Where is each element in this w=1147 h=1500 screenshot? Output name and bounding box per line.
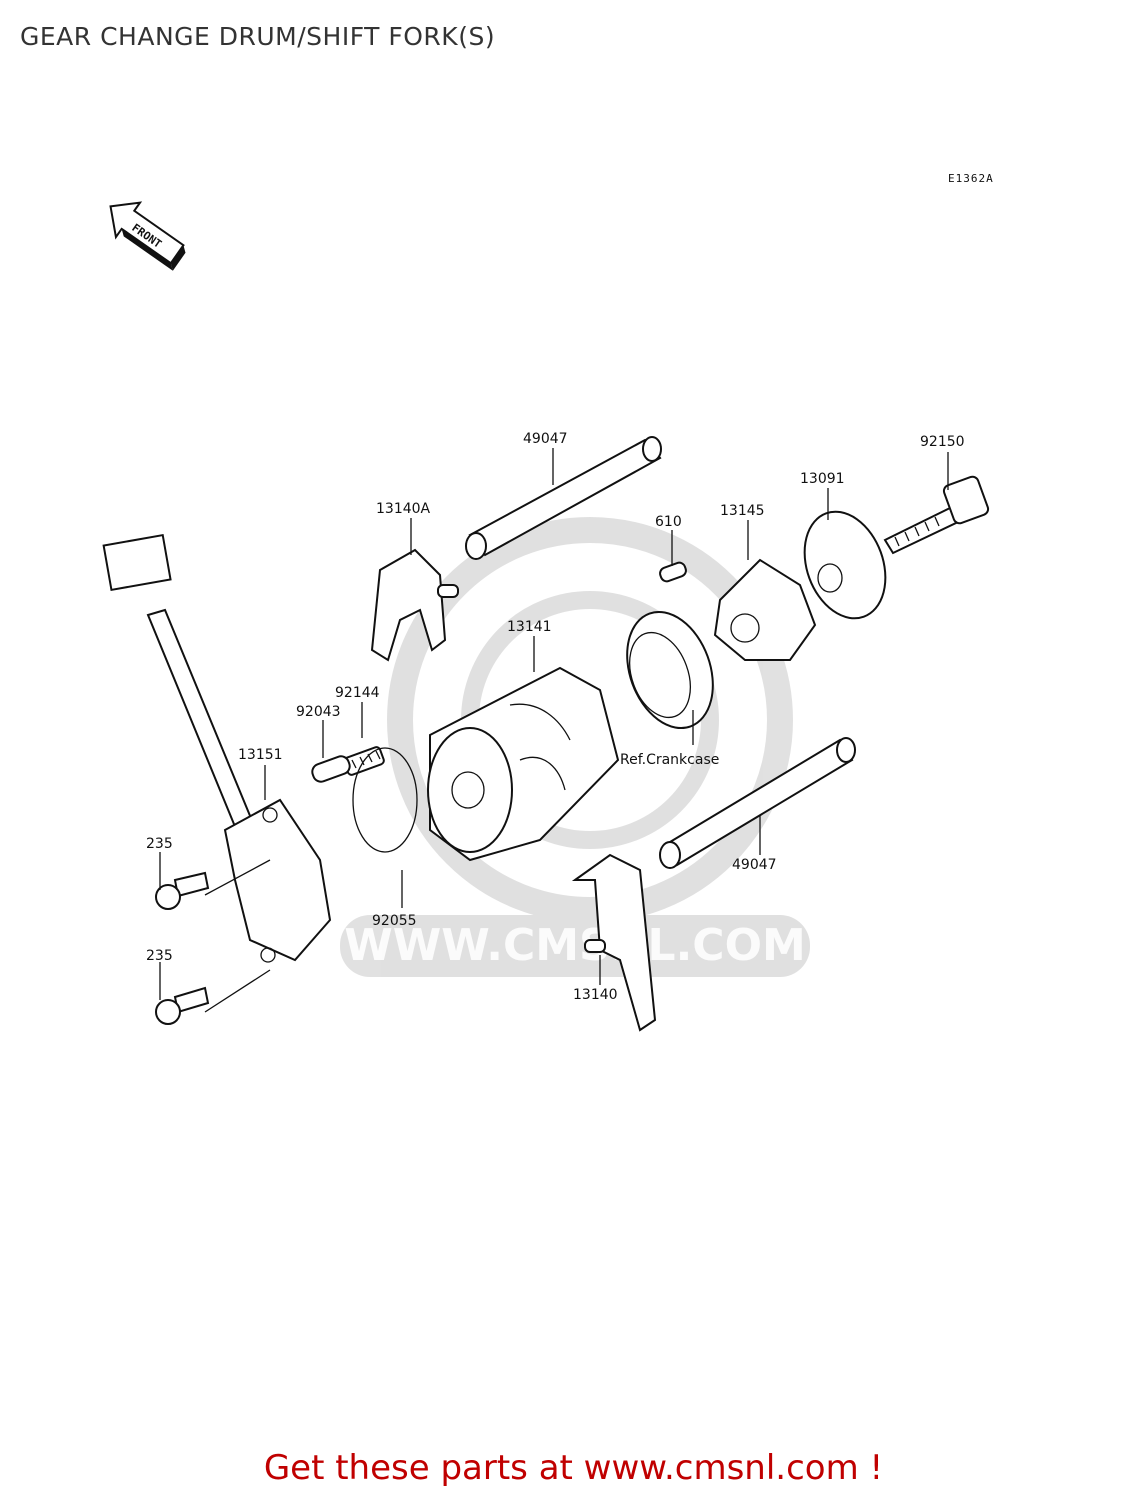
- shift-fork-13140: [571, 853, 657, 1032]
- diagram-code: E1362A: [948, 172, 994, 185]
- part-label-13141: 13141: [507, 619, 552, 635]
- part-label-13091: 13091: [800, 471, 845, 487]
- bolt-235-lower: [155, 986, 210, 1025]
- part-label-610: 610: [655, 514, 682, 530]
- footer-link[interactable]: Get these parts at www.cmsnl.com !: [263, 1448, 884, 1488]
- part-labels: 49047 92150 13091 13140A 610 13145 13141…: [146, 431, 965, 1003]
- shift-shaft-13151: [102, 533, 332, 963]
- bearing: [626, 610, 714, 730]
- plate-13091: [803, 510, 887, 620]
- gear-change-drum-13141: [427, 666, 620, 862]
- part-label-92043: 92043: [296, 704, 341, 720]
- part-label-ref-crankcase: Ref.Crankcase: [620, 752, 719, 768]
- part-label-13140: 13140: [573, 987, 618, 1003]
- part-label-92055: 92055: [372, 913, 417, 929]
- bolt-92150: [883, 475, 990, 555]
- shift-rod-upper: [465, 436, 662, 560]
- pin-610: [659, 561, 687, 583]
- part-label-92150: 92150: [920, 434, 965, 450]
- diagram-title: GEAR CHANGE DRUM/SHIFT FORK(S): [20, 22, 496, 51]
- leader-lines: [159, 448, 949, 1013]
- bolt-235-upper: [155, 871, 210, 910]
- part-label-13151: 13151: [238, 747, 283, 763]
- part-label-13140a: 13140A: [376, 501, 431, 517]
- part-label-92144: 92144: [335, 685, 380, 701]
- part-label-49047-lower: 49047: [732, 857, 777, 873]
- watermark-text: WWW.CMSNL.COM: [344, 920, 806, 971]
- o-ring-92055: [352, 747, 418, 853]
- part-label-13145: 13145: [720, 503, 765, 519]
- shift-rod-lower: [659, 737, 856, 869]
- part-label-49047-upper: 49047: [523, 431, 568, 447]
- shift-fork-13140a: [370, 548, 459, 662]
- pin-92043: [311, 755, 351, 783]
- front-arrow-icon: FRONT: [109, 201, 186, 271]
- part-label-235-lower: 235: [146, 948, 173, 964]
- cam-13145: [713, 558, 817, 661]
- part-label-235-upper: 235: [146, 836, 173, 852]
